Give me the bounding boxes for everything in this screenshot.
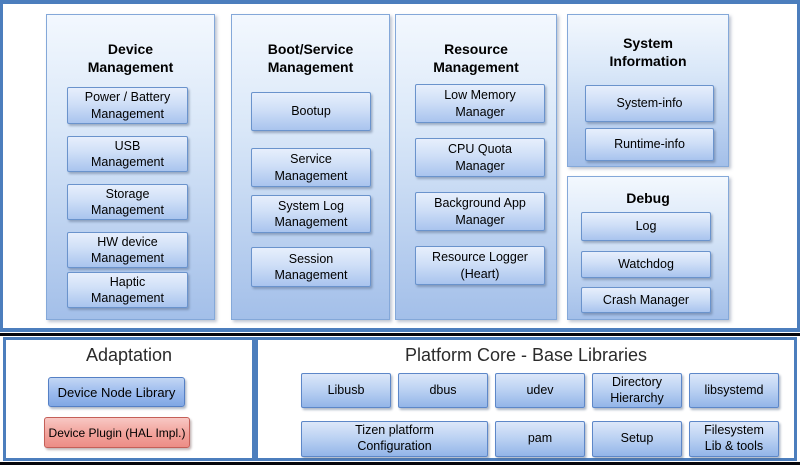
box-setup: Setup [592,421,682,457]
library-grid: Libusb dbus udev Directory Hierarchy lib… [301,373,779,457]
daemon-modules-panel: Device Management Power / Battery Manage… [0,0,800,332]
box-filesystem-lib-tools: Filesystem Lib & tools [689,421,779,457]
section-resource-management: Resource Management Low Memory Manager C… [395,14,557,320]
box-device-plugin-hal: Device Plugin (HAL Impl.) [44,417,190,448]
box-udev: udev [495,373,585,408]
box-runtime-info: Runtime-info [585,128,714,161]
box-device-node-library: Device Node Library [48,377,185,407]
box-watchdog: Watchdog [581,251,711,278]
box-log: Log [581,212,711,241]
box-service-management: Service Management [251,148,371,187]
section-adaptation: Adaptation Device Node Library Device Pl… [3,337,255,461]
box-usb-management: USB Management [67,136,188,172]
box-session-management: Session Management [251,247,371,287]
box-libsystemd: libsystemd [689,373,779,408]
box-pam: pam [495,421,585,457]
separator-line-bottom [0,462,800,465]
section-title: Boot/Service Management [267,41,354,76]
section-title: Adaptation [85,345,173,365]
section-platform-core-base-libraries: Platform Core - Base Libraries Libusb db… [255,337,797,461]
section-title: Platform Core - Base Libraries [404,345,648,365]
separator-line-top [0,333,800,336]
section-title: System Information [609,35,687,70]
section-title: Debug [626,190,670,206]
box-background-app-manager: Background App Manager [415,192,545,231]
section-title: Device Management [87,41,174,76]
box-storage-management: Storage Management [67,184,188,220]
box-system-log-management: System Log Management [251,195,371,233]
section-title: Resource Management [433,41,519,76]
section-debug: Debug Log Watchdog Crash Manager [567,176,729,320]
section-system-information: System Information System-info Runtime-i… [567,14,729,167]
box-directory-hierarchy: Directory Hierarchy [592,373,682,408]
box-cpu-quota-manager: CPU Quota Manager [415,138,545,177]
box-libusb: Libusb [301,373,391,408]
box-tizen-platform-configuration: Tizen platform Configuration [301,421,488,457]
box-power-battery-management: Power / Battery Management [67,87,188,124]
box-resource-logger: Resource Logger (Heart) [415,246,545,285]
box-system-info: System-info [585,85,714,122]
box-hw-device-management: HW device Management [67,232,188,268]
section-boot-service-management: Boot/Service Management Bootup Service M… [231,14,390,320]
box-crash-manager: Crash Manager [581,287,711,313]
section-device-management: Device Management Power / Battery Manage… [46,14,215,320]
box-haptic-management: Haptic Management [67,272,188,308]
box-low-memory-manager: Low Memory Manager [415,84,545,123]
box-dbus: dbus [398,373,488,408]
box-bootup: Bootup [251,92,371,131]
